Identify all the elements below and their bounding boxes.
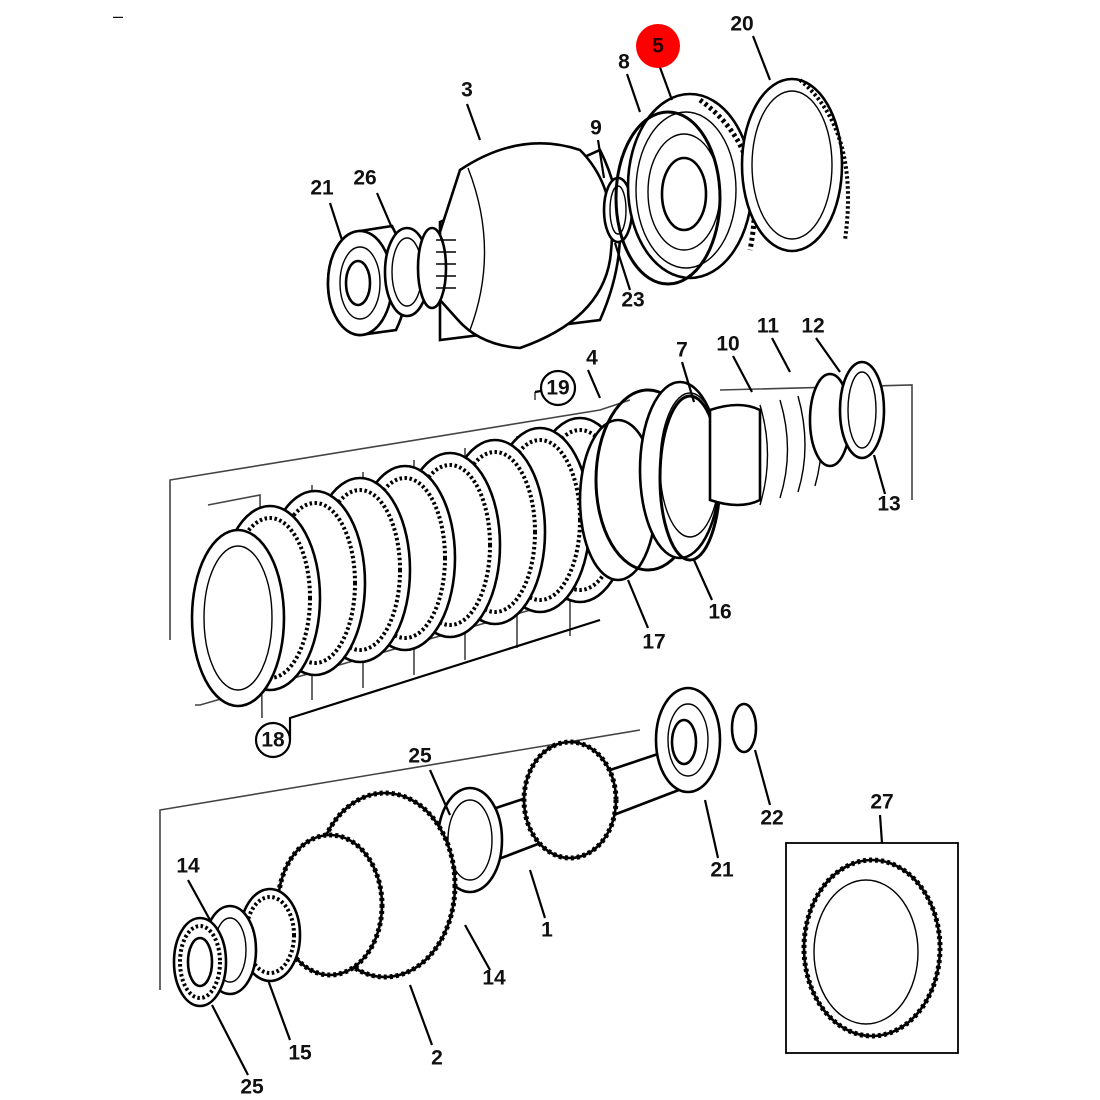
label-17[interactable]: 17 xyxy=(642,631,665,654)
part-labels: 5 3 21 26 9 23 8 20 19 4 7 10 11 12 13 1… xyxy=(176,13,900,1099)
label-9[interactable]: 9 xyxy=(590,117,602,140)
label-25-bottom[interactable]: 25 xyxy=(240,1076,264,1099)
top-mark: – xyxy=(113,6,123,26)
label-11[interactable]: 11 xyxy=(757,315,780,338)
label-5[interactable]: 5 xyxy=(652,35,664,58)
label-22[interactable]: 22 xyxy=(760,807,783,830)
clutch-plates-18-19[interactable] xyxy=(190,416,632,708)
label-4[interactable]: 4 xyxy=(586,347,598,370)
disc-20[interactable] xyxy=(740,77,850,253)
gear-2[interactable] xyxy=(275,790,458,980)
label-8[interactable]: 8 xyxy=(618,51,630,74)
label-26[interactable]: 26 xyxy=(353,167,376,190)
label-18[interactable]: 18 xyxy=(261,729,285,752)
seal-ring-8[interactable] xyxy=(614,110,722,286)
snap-ring-22[interactable] xyxy=(730,702,758,754)
label-23[interactable]: 23 xyxy=(621,289,644,312)
shaft-frame xyxy=(159,729,641,990)
label-7[interactable]: 7 xyxy=(676,339,688,362)
label-10[interactable]: 10 xyxy=(716,333,739,356)
bearing-21-bottom[interactable] xyxy=(654,686,722,794)
spring-10[interactable] xyxy=(708,391,823,507)
label-25-top[interactable]: 25 xyxy=(408,745,432,768)
leader-lines xyxy=(187,35,887,1076)
label-21-bottom[interactable]: 21 xyxy=(710,859,734,882)
thrust-bearing-25[interactable] xyxy=(172,916,228,1008)
label-15[interactable]: 15 xyxy=(288,1042,312,1065)
label-27[interactable]: 27 xyxy=(870,791,893,814)
label-12[interactable]: 12 xyxy=(801,315,824,338)
label-3[interactable]: 3 xyxy=(461,79,473,102)
label-1[interactable]: 1 xyxy=(541,919,553,942)
label-19[interactable]: 19 xyxy=(546,377,569,400)
label-20[interactable]: 20 xyxy=(730,13,753,36)
piston-7[interactable] xyxy=(638,380,722,560)
label-14-left[interactable]: 14 xyxy=(176,855,200,878)
label-2[interactable]: 2 xyxy=(431,1047,443,1070)
clutch-drum-3[interactable] xyxy=(416,142,622,350)
label-14-right[interactable]: 14 xyxy=(482,967,506,990)
gear-upper[interactable] xyxy=(521,739,619,861)
snap-ring-12[interactable] xyxy=(838,360,886,460)
inset-disc-27[interactable] xyxy=(785,842,959,1054)
label-13[interactable]: 13 xyxy=(877,493,900,516)
label-16[interactable]: 16 xyxy=(708,601,731,624)
label-21-top[interactable]: 21 xyxy=(310,177,334,200)
highlight-marker-5[interactable] xyxy=(636,24,680,68)
